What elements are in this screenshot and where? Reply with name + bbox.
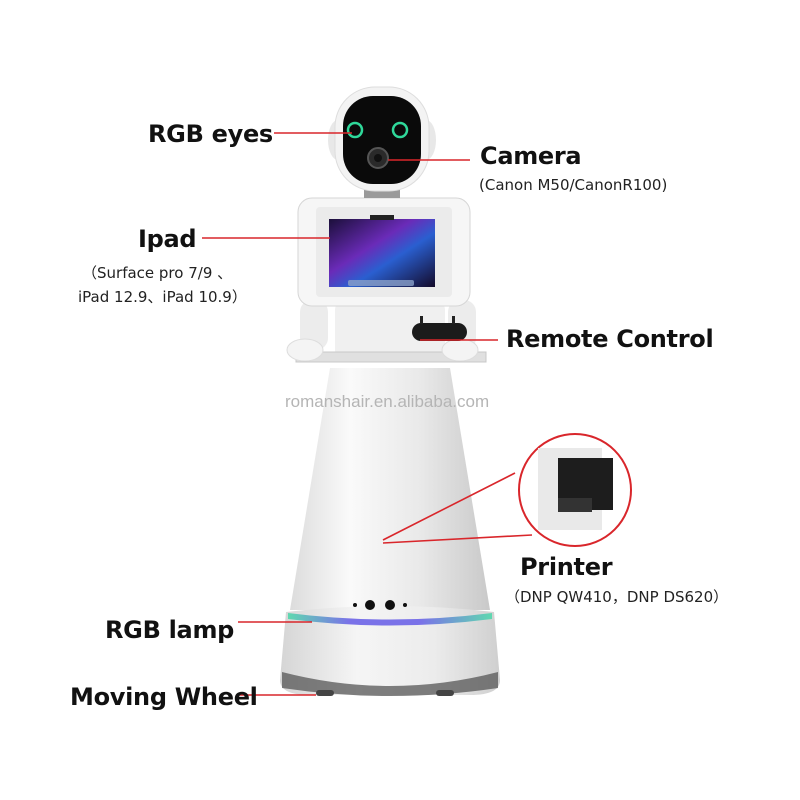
leader-printer-top: [382, 472, 516, 541]
remote-control: [412, 323, 467, 341]
robot-face: [343, 96, 421, 184]
label-printer: Printer: [520, 553, 613, 581]
tablet-screen: [329, 219, 435, 287]
robot-body: [280, 368, 500, 696]
rgb-lamp-strip: [288, 613, 492, 626]
label-printer-models: （DNP QW410，DNP DS620）: [505, 588, 729, 606]
watermark: romanshair.en.alibaba.com: [285, 392, 490, 411]
label-moving-wheel: Moving Wheel: [70, 683, 258, 711]
label-ipad: Ipad: [138, 225, 197, 253]
label-rgb-lamp: RGB lamp: [105, 616, 235, 644]
label-remote-control: Remote Control: [506, 325, 714, 353]
label-ipad-models-line2: iPad 12.9、iPad 10.9）: [78, 288, 247, 306]
robot-arms: [286, 300, 487, 363]
label-rgb-eyes: RGB eyes: [148, 120, 273, 148]
leader-lines: [202, 132, 533, 696]
tablet-holder: [297, 197, 471, 307]
label-ipad-models-line1: （Surface pro 7/9 、: [82, 264, 233, 282]
leader-printer-bottom: [382, 534, 533, 544]
wheel-left: [316, 690, 334, 696]
rgb-eye-right: [391, 121, 409, 139]
wheel-right: [436, 690, 454, 696]
robot-head: [328, 86, 436, 192]
label-camera: Camera: [480, 142, 582, 170]
label-camera-models: (Canon M50/CanonR100): [479, 176, 668, 194]
printer-inset: [518, 433, 632, 547]
robot-neck: [364, 188, 400, 198]
rgb-eye-left: [346, 121, 364, 139]
